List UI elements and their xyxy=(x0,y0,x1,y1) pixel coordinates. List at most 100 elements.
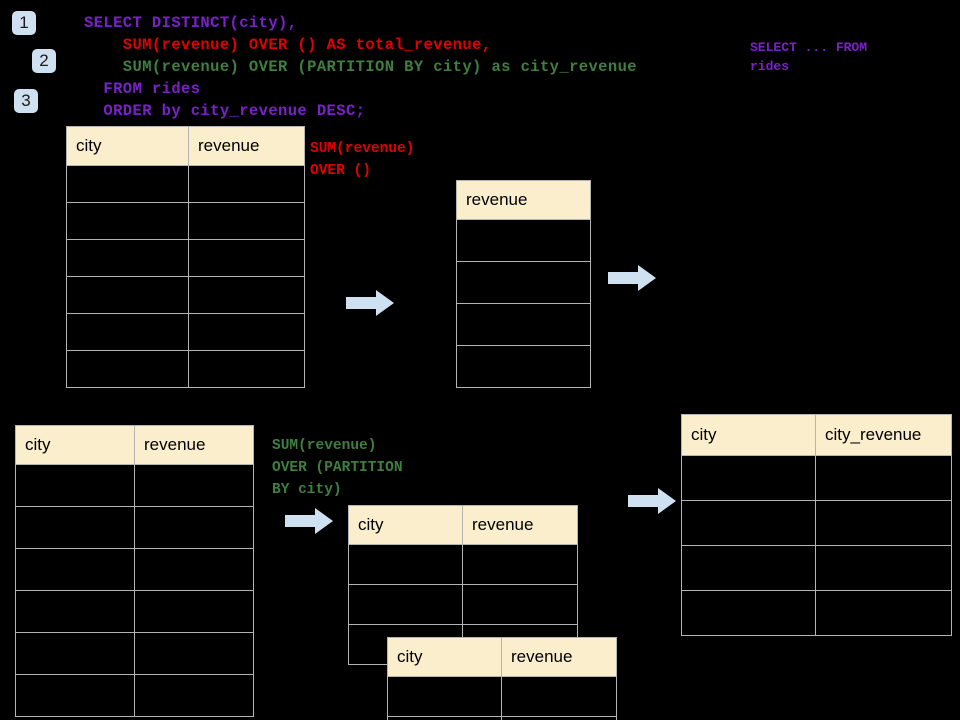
table-cell xyxy=(15,548,135,591)
total-revenue-table: revenue xyxy=(456,180,591,388)
column-header-revenue: revenue xyxy=(188,126,305,166)
table-row xyxy=(456,219,591,262)
table-cell xyxy=(66,350,189,388)
arrow-source-to-total xyxy=(346,290,394,316)
table-cell xyxy=(815,590,952,636)
table-cell xyxy=(66,313,189,351)
table-cell xyxy=(456,345,591,388)
table-cell xyxy=(66,202,189,240)
table-cell xyxy=(456,261,591,304)
table-cell xyxy=(15,590,135,633)
column-header-city: city xyxy=(387,637,502,677)
table-cell xyxy=(462,544,578,585)
table-cell xyxy=(134,674,254,717)
table-row xyxy=(681,590,952,636)
table-cell xyxy=(134,464,254,507)
table-row xyxy=(456,261,591,304)
table-row xyxy=(66,202,305,240)
column-header-revenue: revenue xyxy=(462,505,578,545)
table-cell xyxy=(66,239,189,277)
table-row xyxy=(66,165,305,203)
table-row xyxy=(66,276,305,314)
step-badge-2: 2 xyxy=(32,49,56,73)
table-cell xyxy=(15,674,135,717)
table-header-row: revenue xyxy=(456,180,591,220)
sql-line-select: SELECT DISTINCT(city), xyxy=(84,14,298,32)
table-cell xyxy=(387,716,502,720)
table-row xyxy=(66,313,305,351)
table-row xyxy=(15,506,254,549)
column-header-city: city xyxy=(15,425,135,465)
sql-line-total-revenue: SUM(revenue) OVER () AS total_revenue, xyxy=(84,36,492,54)
table-row xyxy=(66,350,305,388)
table-cell xyxy=(456,303,591,346)
table-row xyxy=(681,545,952,591)
table-cell xyxy=(188,276,305,314)
arrow-total-to-result xyxy=(608,265,656,291)
table-cell xyxy=(681,455,816,501)
table-row xyxy=(681,455,952,501)
table-row xyxy=(15,674,254,717)
table-cell xyxy=(66,165,189,203)
table-cell xyxy=(188,239,305,277)
column-header-revenue: revenue xyxy=(501,637,617,677)
sidenote-select-from-rides: SELECT ... FROM rides xyxy=(750,40,868,74)
arrow-source-to-partition xyxy=(285,508,333,534)
table-row xyxy=(348,544,578,585)
step-badge-1: 1 xyxy=(12,11,36,35)
table-cell xyxy=(348,584,463,625)
table-row xyxy=(15,548,254,591)
table-cell xyxy=(815,455,952,501)
table-cell xyxy=(815,500,952,546)
table-cell xyxy=(15,632,135,675)
column-header-city: city xyxy=(66,126,189,166)
table-cell xyxy=(66,276,189,314)
column-header-city_revenue: city_revenue xyxy=(815,414,952,456)
table-row xyxy=(387,676,617,717)
table-row xyxy=(15,590,254,633)
sql-line-from: FROM rides xyxy=(84,80,201,98)
table-cell xyxy=(188,350,305,388)
table-cell xyxy=(134,548,254,591)
table-cell xyxy=(681,500,816,546)
column-header-revenue: revenue xyxy=(134,425,254,465)
column-header-city: city xyxy=(348,505,463,545)
table-row xyxy=(456,345,591,388)
table-cell xyxy=(462,584,578,625)
table-cell xyxy=(501,676,617,717)
table-row xyxy=(66,239,305,277)
table-cell xyxy=(134,632,254,675)
column-header-revenue: revenue xyxy=(456,180,591,220)
table-cell xyxy=(134,590,254,633)
sql-line-order-by: ORDER by city_revenue DESC; xyxy=(84,102,366,120)
annotation-partition-by-city: SUM(revenue) OVER (PARTITION BY city) xyxy=(272,438,403,498)
table-row xyxy=(348,584,578,625)
table-cell xyxy=(387,676,502,717)
table-row xyxy=(15,632,254,675)
column-header-city: city xyxy=(681,414,816,456)
sql-line-city-revenue: SUM(revenue) OVER (PARTITION BY city) as… xyxy=(84,58,637,76)
table-cell xyxy=(134,506,254,549)
table-cell xyxy=(815,545,952,591)
table-row xyxy=(387,716,617,720)
table-cell xyxy=(681,545,816,591)
table-cell xyxy=(681,590,816,636)
table-cell xyxy=(15,464,135,507)
table-row xyxy=(15,464,254,507)
table-cell xyxy=(188,202,305,240)
table-cell xyxy=(456,219,591,262)
table-row xyxy=(456,303,591,346)
table-cell xyxy=(501,716,617,720)
annotation-over-empty: SUM(revenue) OVER () xyxy=(310,141,415,179)
table-cell xyxy=(15,506,135,549)
